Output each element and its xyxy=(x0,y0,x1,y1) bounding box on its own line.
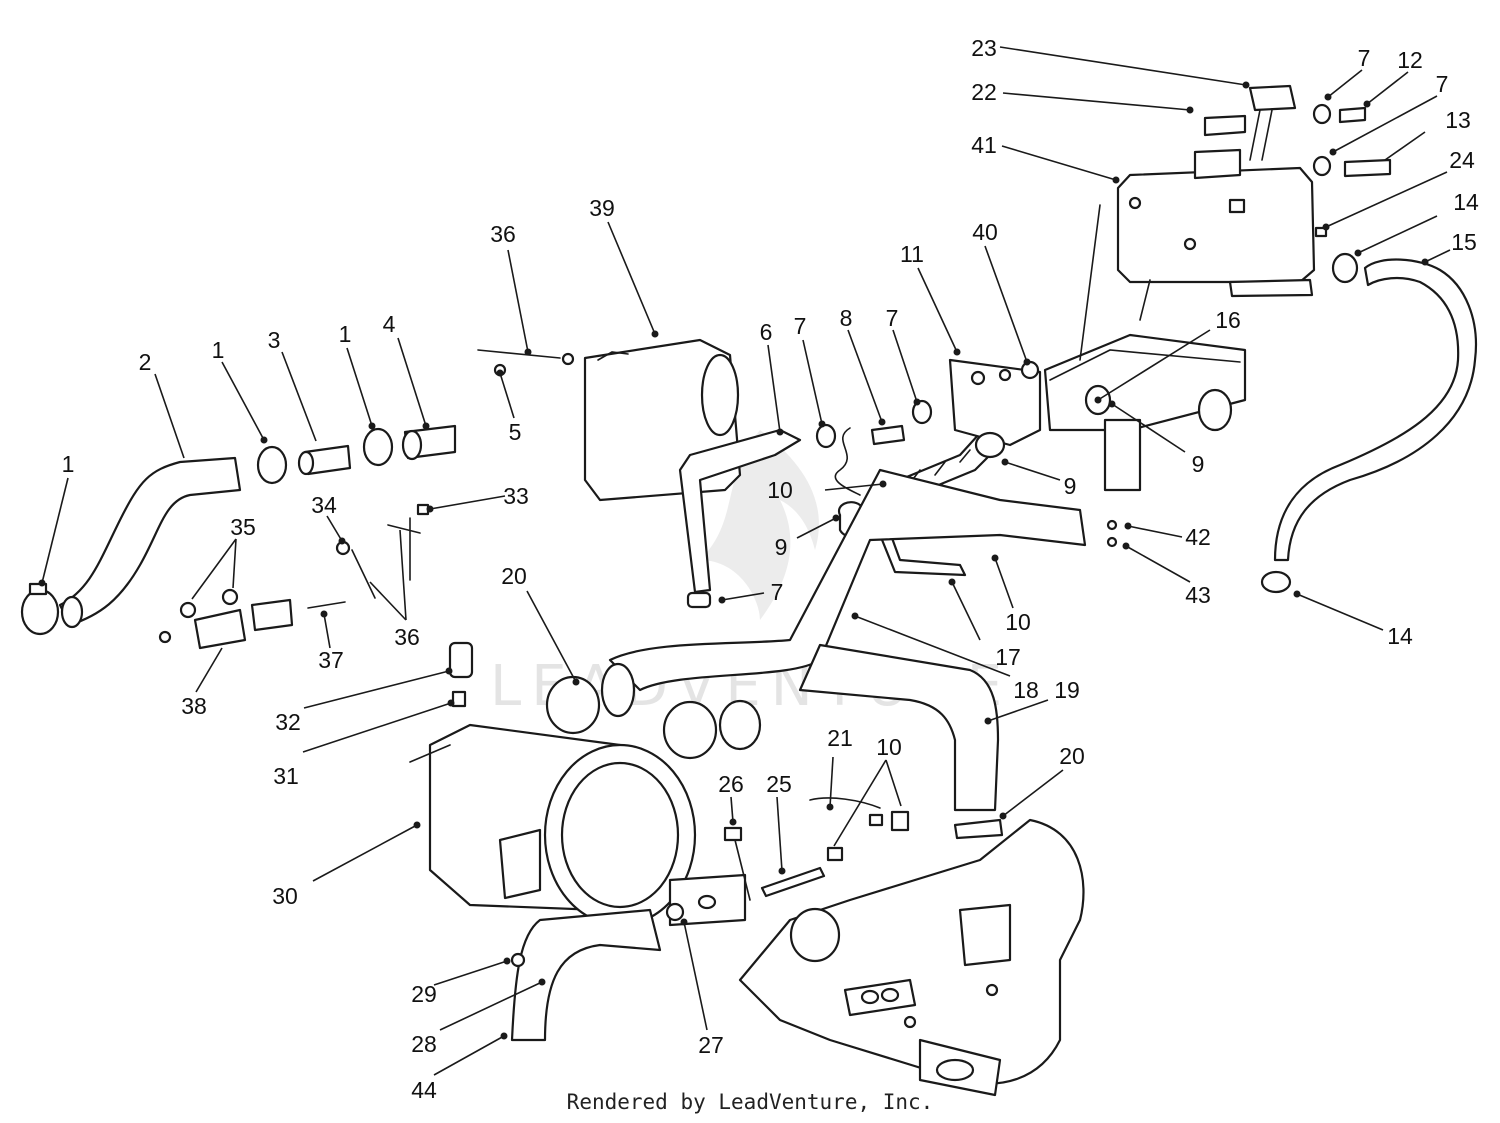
callout-33: 33 xyxy=(503,483,529,509)
callout-23: 23 xyxy=(971,35,997,61)
callout-34: 34 xyxy=(311,492,337,518)
callout-37: 37 xyxy=(318,647,344,673)
callout-8: 8 xyxy=(840,305,853,331)
callout-22: 22 xyxy=(971,79,997,105)
callout-32: 32 xyxy=(275,709,301,735)
callout-3: 3 xyxy=(268,327,281,353)
hose-clamp-mid-b xyxy=(362,427,394,467)
callout-26: 26 xyxy=(718,771,744,797)
callout-7: 7 xyxy=(886,305,899,331)
callout-5: 5 xyxy=(509,419,522,445)
callout-25: 25 xyxy=(766,771,792,797)
callout-1: 1 xyxy=(339,321,352,347)
callout-7: 7 xyxy=(1436,71,1449,97)
hose-clamp-left xyxy=(20,582,60,636)
callout-28: 28 xyxy=(411,1031,437,1057)
footer-credit: Rendered by LeadVenture, Inc. xyxy=(566,1090,934,1114)
engine-block xyxy=(738,818,1085,1097)
leader-lines xyxy=(41,46,1451,1076)
watermark-flame-icon xyxy=(700,430,819,620)
callout-44: 44 xyxy=(411,1077,437,1103)
throttle-bracket xyxy=(193,608,247,650)
callout-19: 19 xyxy=(1054,677,1080,703)
callout-21: 21 xyxy=(827,725,853,751)
hose-clamp-mid-a xyxy=(256,445,288,485)
callout-7: 7 xyxy=(771,579,784,605)
callout-1: 1 xyxy=(62,451,75,477)
callout-12: 12 xyxy=(1397,47,1423,73)
callout-40: 40 xyxy=(972,219,998,245)
callout-9: 9 xyxy=(1064,473,1077,499)
overflow-hose xyxy=(1273,258,1477,562)
callout-29: 29 xyxy=(411,981,437,1007)
breather-hose xyxy=(678,428,802,594)
callout-27: 27 xyxy=(698,1032,724,1058)
callout-1: 1 xyxy=(212,337,225,363)
callout-38: 38 xyxy=(181,693,207,719)
callout-7: 7 xyxy=(1358,45,1371,71)
leader-dots xyxy=(38,81,1429,1040)
callout-13: 13 xyxy=(1445,107,1471,133)
callout-36: 36 xyxy=(490,221,516,247)
callout-20: 20 xyxy=(1059,743,1085,769)
callout-9: 9 xyxy=(1192,451,1205,477)
callout-16: 16 xyxy=(1215,307,1241,333)
callout-labels: 1 2 1 3 1 4 36 5 39 6 7 8 7 11 40 16 9 9… xyxy=(62,35,1479,1103)
callout-10: 10 xyxy=(1005,609,1031,635)
callout-14: 14 xyxy=(1387,623,1413,649)
callout-18: 18 xyxy=(1013,677,1039,703)
callout-17: 17 xyxy=(995,644,1021,670)
callout-39: 39 xyxy=(589,195,615,221)
callout-2: 2 xyxy=(139,349,152,375)
callout-24: 24 xyxy=(1449,147,1475,173)
callout-30: 30 xyxy=(272,883,298,909)
callout-7: 7 xyxy=(794,313,807,339)
callout-4: 4 xyxy=(383,311,396,337)
callout-20: 20 xyxy=(501,563,527,589)
coolant-reservoir xyxy=(1079,84,1392,361)
callout-11: 11 xyxy=(900,241,924,267)
callout-31: 31 xyxy=(273,763,299,789)
coolant-hose-curved xyxy=(58,456,242,627)
callout-9: 9 xyxy=(775,534,788,560)
callout-41: 41 xyxy=(971,132,997,158)
callout-43: 43 xyxy=(1185,582,1211,608)
callout-14: 14 xyxy=(1453,189,1479,215)
parts-art xyxy=(20,84,1477,1097)
intake-elbow xyxy=(608,468,1087,692)
callout-36: 36 xyxy=(394,624,420,650)
callout-10: 10 xyxy=(767,477,793,503)
air-cleaner-housing xyxy=(409,723,697,927)
callout-6: 6 xyxy=(760,319,773,345)
callout-35: 35 xyxy=(230,514,256,540)
callout-15: 15 xyxy=(1451,229,1477,255)
air-cleaner-canister xyxy=(583,338,742,502)
callout-10: 10 xyxy=(876,734,902,760)
callout-42: 42 xyxy=(1185,524,1211,550)
